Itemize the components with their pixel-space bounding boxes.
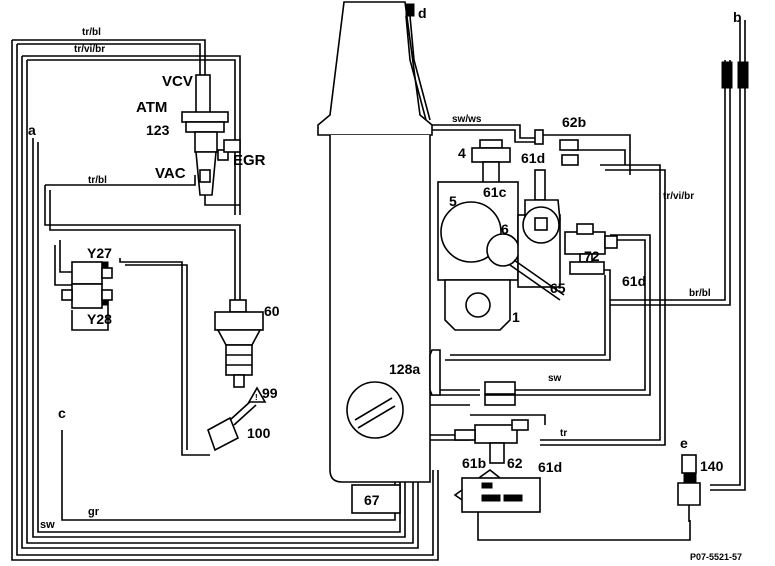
component-123 (181, 74, 241, 196)
label-60: 60 (264, 303, 280, 319)
label-140: 140 (700, 458, 724, 474)
label-sw-mid: sw (548, 373, 562, 384)
component-140 (677, 454, 701, 522)
label-tr-bl-top: tr/bl (82, 27, 101, 38)
label-1: 1 (512, 309, 520, 325)
label-tr-mid: tr (560, 428, 567, 439)
label-br-bl: br/bl (689, 288, 711, 299)
component-62b (534, 129, 579, 166)
label-y28: Y28 (87, 311, 112, 327)
warning-triangle: ! (247, 386, 267, 403)
connector-b (721, 61, 749, 89)
label-sw-bottom: sw (40, 519, 55, 531)
label-62: 62 (507, 455, 523, 471)
valve-y27-y28 (61, 261, 113, 309)
label-61c: 61c (483, 184, 507, 200)
label-99: 99 (262, 385, 278, 401)
label-sw-ws: sw/ws (452, 114, 482, 125)
label-y27: Y27 (87, 245, 112, 261)
engine-stack (317, 1, 441, 514)
label-5: 5 (449, 193, 457, 209)
component-61b-62-61d (453, 419, 541, 513)
label-128a: 128a (389, 361, 420, 377)
hose-right-side (430, 20, 746, 491)
label-vcv: VCV (162, 73, 193, 90)
label-d: d (418, 5, 427, 21)
diagram-labels: tr/bl tr/vi/br VCV ATM 123 EGR VAC tr/bl… (28, 5, 742, 562)
component-4 (471, 139, 511, 185)
label-6: 6 (501, 221, 509, 237)
component-60 (214, 299, 264, 388)
component-72 (564, 223, 618, 275)
component-61c (522, 169, 561, 244)
hose-tr-vi-br-loop (21, 55, 470, 549)
label-tr-vi-br-right: tr/vi/br (663, 191, 694, 202)
label-123: 123 (146, 122, 170, 138)
label-atm: ATM (136, 99, 167, 116)
label-egr: EGR (233, 152, 266, 169)
label-4: 4 (458, 145, 466, 161)
component-128a (484, 381, 516, 406)
label-72: 72 (584, 248, 600, 264)
label-100: 100 (247, 425, 271, 441)
label-b: b (733, 9, 742, 25)
label-61d-bottom: 61d (538, 459, 562, 475)
svg-text:!: ! (255, 393, 258, 402)
label-67: 67 (364, 492, 380, 508)
hose-y27-y28 (54, 240, 210, 456)
label-ref: P07-5521-57 (690, 552, 742, 562)
label-tr-vi-br-top: tr/vi/br (74, 44, 105, 55)
hose-tr-bl-valve (44, 175, 241, 300)
label-62b: 62b (562, 114, 586, 130)
label-65: 65 (550, 280, 566, 296)
label-vac: VAC (155, 165, 186, 182)
hose-bottom-right (470, 414, 691, 541)
label-tr-bl-mid: tr/bl (88, 175, 107, 186)
component-100 (207, 399, 257, 452)
label-61b: 61b (462, 455, 486, 471)
label-c: c (58, 405, 66, 421)
label-61d-right: 61d (622, 273, 646, 289)
label-61d-top: 61d (521, 150, 545, 166)
label-gr: gr (88, 506, 100, 518)
label-e: e (680, 435, 688, 451)
hose-outer-left-loop (11, 39, 439, 561)
antenna-d (405, 3, 431, 121)
label-a: a (28, 122, 36, 138)
